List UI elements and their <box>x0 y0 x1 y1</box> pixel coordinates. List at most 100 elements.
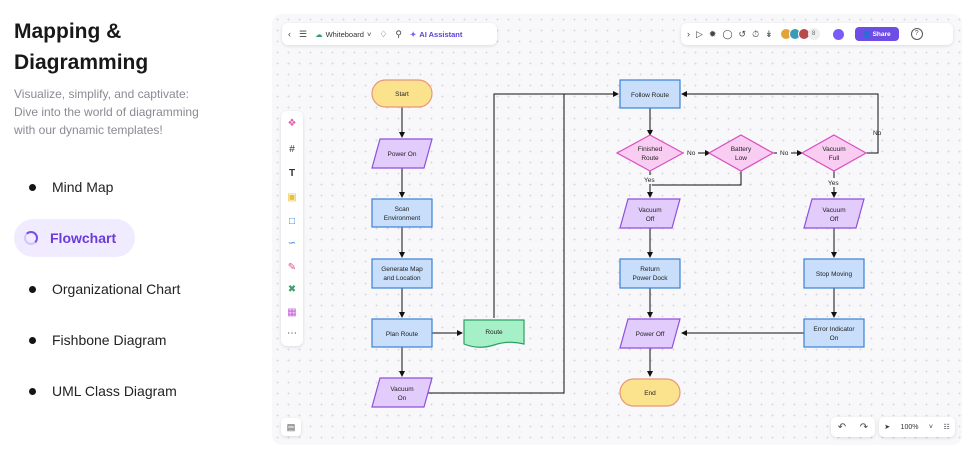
frame-icon[interactable]: # <box>289 144 295 155</box>
node-label: Start <box>395 91 409 98</box>
chevron-right-icon[interactable]: › <box>687 29 690 39</box>
share-button[interactable]: 👤 Share <box>854 27 899 41</box>
node-route-document[interactable]: Route <box>463 319 525 348</box>
connector-icon[interactable]: ∽ <box>287 238 297 249</box>
avatar-count: 8 <box>807 28 820 40</box>
loading-spinner-icon <box>24 231 38 245</box>
node-end[interactable]: End <box>619 378 681 407</box>
node-finished-route[interactable]: Finished Route <box>615 134 685 172</box>
node-plan-route[interactable]: Plan Route <box>371 318 433 348</box>
section-title: Mapping & Diagramming <box>14 16 234 78</box>
zoom-level[interactable]: 100% <box>900 423 919 431</box>
node-label: Plan Route <box>386 331 419 338</box>
node-label: Power Dock <box>632 275 668 282</box>
node-label: Vacuum <box>390 386 413 393</box>
node-label: Scan <box>395 206 410 213</box>
node-label: Vacuum <box>638 207 661 214</box>
bullet-icon <box>29 336 36 344</box>
node-label: Finished <box>638 146 663 153</box>
node-vacuum-off-right[interactable]: Vacuum Off <box>803 198 865 229</box>
menu-item-label: Flowchart <box>50 230 117 246</box>
undo-redo-controls: ↶ ↷ <box>831 417 875 437</box>
book-icon[interactable]: ☷ <box>943 424 950 431</box>
shape-icon[interactable]: □ <box>288 216 296 227</box>
pointer-icon[interactable]: ➤ <box>884 424 891 431</box>
tag-icon[interactable]: ♢ <box>379 29 388 39</box>
node-label: Low <box>735 155 747 162</box>
shapes-library-icon[interactable]: ❖ <box>287 118 297 129</box>
menu-item-uml[interactable]: UML Class Diagram <box>14 372 254 410</box>
template-icon[interactable]: ▦ <box>287 307 297 318</box>
share-label: Share <box>872 31 891 38</box>
node-label: Vacuum <box>822 146 845 153</box>
title-line-1: Mapping & <box>14 20 122 43</box>
ai-assistant-button[interactable]: ✦ AI Assistant <box>410 30 462 39</box>
node-label: Return <box>640 266 660 273</box>
menu-item-org-chart[interactable]: Organizational Chart <box>14 270 254 308</box>
text-icon[interactable]: T <box>288 168 296 179</box>
zoom-controls: ➤ 100% ˅ ☷ <box>879 417 955 437</box>
search-icon[interactable]: ⚲ <box>395 29 402 39</box>
bullet-icon <box>29 183 36 191</box>
board-selector[interactable]: ☁ Whiteboard ˅ <box>315 30 371 39</box>
menu-item-flowchart[interactable]: Flowchart <box>14 219 135 257</box>
connectors <box>399 91 879 394</box>
node-generate-map[interactable]: Generate Map and Location <box>371 258 433 289</box>
node-start[interactable]: Start <box>371 79 433 108</box>
node-follow-route[interactable]: Follow Route <box>619 79 681 109</box>
node-battery-low[interactable]: Battery Low <box>707 134 775 172</box>
undo-icon[interactable]: ↶ <box>837 421 847 433</box>
node-label: Off <box>646 216 655 223</box>
node-vacuum-full[interactable]: Vacuum Full <box>800 134 868 172</box>
node-error-indicator[interactable]: Error Indicator On <box>803 318 865 348</box>
section-description: Visualize, simplify, and captivate: Dive… <box>14 85 219 139</box>
left-panel: Mapping & Diagramming Visualize, simplif… <box>0 0 260 459</box>
node-vacuum-on[interactable]: Vacuum On <box>371 377 433 408</box>
whiteboard-canvas[interactable] <box>272 14 962 445</box>
help-icon[interactable]: ? <box>910 28 923 40</box>
desc-line-1: Visualize, simplify, and captivate: <box>14 87 189 101</box>
redo-icon[interactable]: ↷ <box>859 421 869 433</box>
node-label: Power On <box>388 151 417 158</box>
collaborator-avatars[interactable]: 8 <box>779 28 820 40</box>
edge-label-yes: Yes <box>644 177 655 184</box>
history-icon[interactable]: ↺ <box>738 29 747 39</box>
edge <box>652 171 742 186</box>
node-stop-moving[interactable]: Stop Moving <box>803 258 865 289</box>
pen-icon[interactable]: ✎ <box>287 262 297 273</box>
user-avatar[interactable] <box>831 27 845 41</box>
back-icon[interactable]: ‹ <box>288 29 291 39</box>
minimap-icon[interactable]: ▤ <box>281 418 301 436</box>
menu-item-mind-map[interactable]: Mind Map <box>14 168 254 206</box>
mindmap-icon[interactable]: ✖ <box>287 284 297 295</box>
ai-assistant-label: AI Assistant <box>419 29 463 39</box>
node-label: On <box>398 395 407 402</box>
timer-icon[interactable]: ⏱ <box>752 29 760 39</box>
node-scan-environment[interactable]: Scan Environment <box>371 198 433 228</box>
more-icon[interactable]: ⋯ <box>287 328 297 339</box>
chevron-down-icon[interactable]: ˅ <box>928 423 933 431</box>
play-icon[interactable]: ▷ <box>696 29 703 39</box>
double-chevron-down-icon[interactable]: ↡ <box>765 29 773 39</box>
menu-icon[interactable]: ☰ <box>299 29 308 39</box>
node-label: Generate Map <box>381 266 423 273</box>
node-vacuum-off-left[interactable]: Vacuum Off <box>619 198 681 229</box>
node-power-on[interactable]: Power On <box>371 138 433 169</box>
chevron-down-icon: ˅ <box>366 29 372 39</box>
sparkle-icon: ✦ <box>410 29 417 39</box>
title-line-2: Diagramming <box>14 51 149 74</box>
menu-item-fishbone[interactable]: Fishbone Diagram <box>14 321 254 359</box>
edge <box>681 91 879 154</box>
node-power-off[interactable]: Power Off <box>619 318 681 349</box>
party-icon[interactable]: ✹ <box>708 29 717 39</box>
menu-item-label: Fishbone Diagram <box>52 332 167 348</box>
node-label: Error Indicator <box>813 326 855 333</box>
sticky-note-icon[interactable]: ▣ <box>287 192 297 203</box>
board-name: Whiteboard <box>325 29 364 39</box>
node-return-power-dock[interactable]: Return Power Dock <box>619 258 681 289</box>
comment-icon[interactable]: ◯ <box>722 29 733 39</box>
bullet-icon <box>29 387 36 395</box>
edge-label-no: No <box>873 130 882 137</box>
menu-item-label: Mind Map <box>52 179 114 195</box>
